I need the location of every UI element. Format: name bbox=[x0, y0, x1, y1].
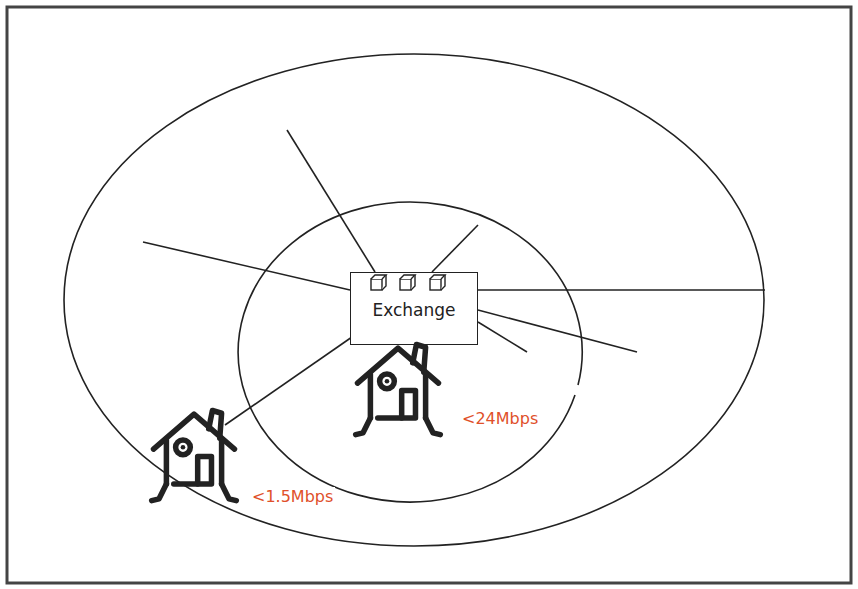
exchange-ground bbox=[350, 272, 478, 345]
speed-label: <1.5Mbps bbox=[250, 487, 335, 506]
equipment-cubes bbox=[371, 275, 445, 290]
node-label: Exchange bbox=[351, 300, 477, 320]
speed-label: <24Mbps bbox=[460, 409, 540, 428]
outer-zone bbox=[64, 54, 764, 546]
phone-lines bbox=[143, 130, 765, 425]
far-house bbox=[152, 411, 237, 501]
inner-zone bbox=[238, 202, 582, 502]
near-house bbox=[356, 345, 441, 435]
exchange-box: Exchange bbox=[350, 272, 478, 345]
frame bbox=[7, 7, 851, 583]
